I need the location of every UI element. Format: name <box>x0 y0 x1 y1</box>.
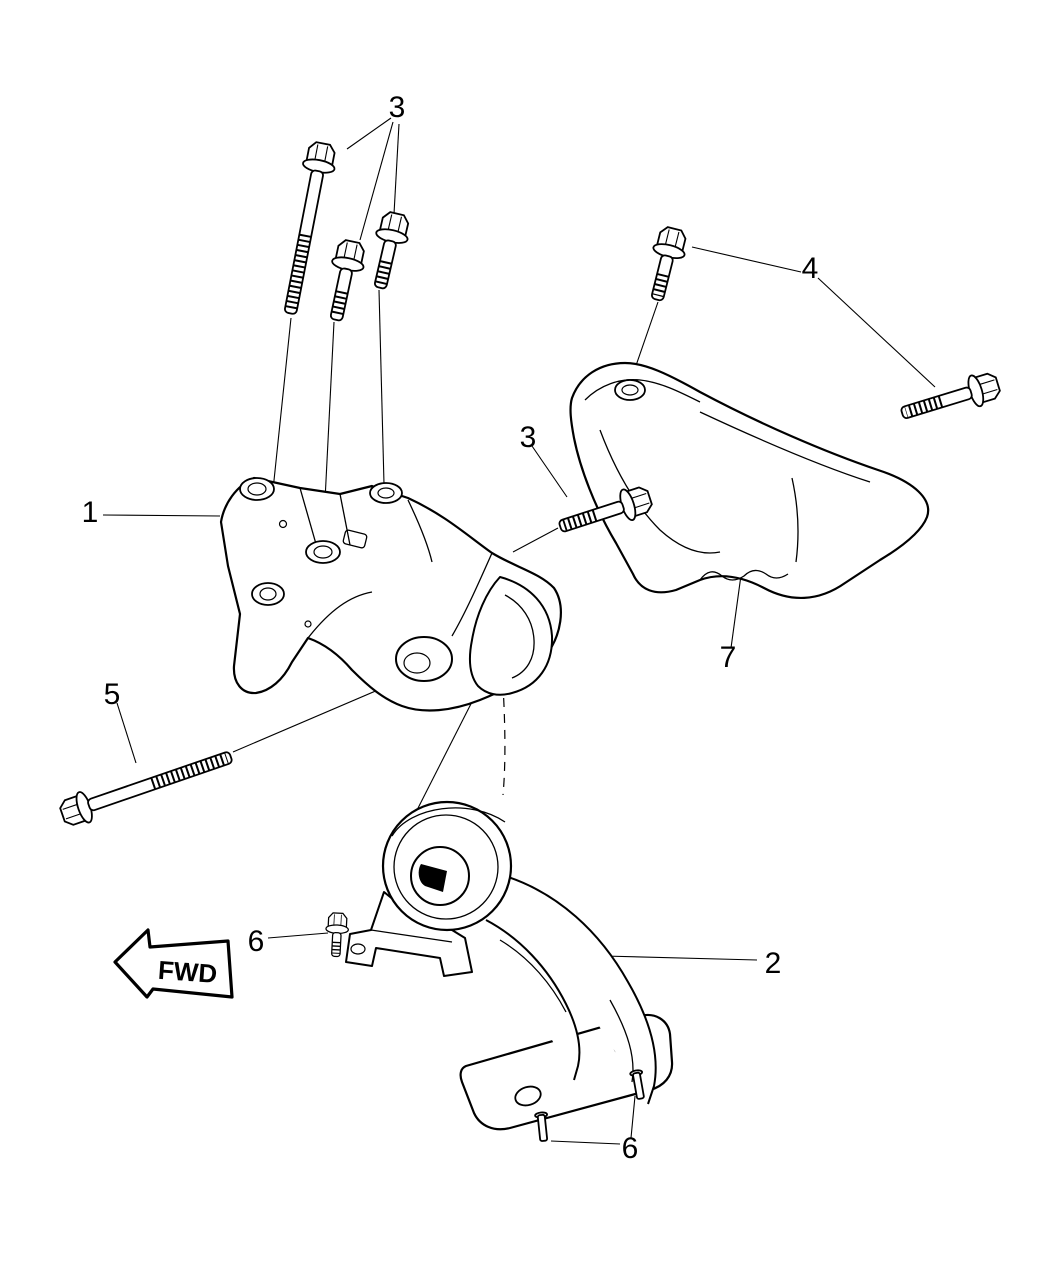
part-1-mount-bracket <box>219 476 562 712</box>
bolt-3b <box>329 239 365 322</box>
callout-6-bottom: 6 <box>622 1132 639 1165</box>
leader-7 <box>730 567 743 649</box>
part-2-engine-mount <box>345 800 674 1142</box>
callout-6-left: 6 <box>248 925 265 958</box>
fwd-direction-indicator: FWD <box>113 928 234 999</box>
assembly-line-mount <box>413 689 479 817</box>
mount-core-emblem <box>418 864 447 892</box>
callout-labels: 3 4 1 3 5 7 6 2 6 <box>82 91 819 1165</box>
fwd-arrow-icon <box>113 928 234 999</box>
callout-4: 4 <box>802 252 819 285</box>
leader-4-b <box>817 277 936 388</box>
bolt-4-right <box>900 372 1001 419</box>
callout-2: 2 <box>765 947 782 980</box>
leader-6-left <box>267 932 329 939</box>
bolt-3-mid <box>558 486 653 533</box>
bolt-5 <box>59 751 233 826</box>
callout-3-top: 3 <box>389 91 406 124</box>
bolt-3a <box>284 141 336 315</box>
bolt-4-top <box>650 226 687 302</box>
stud-6-right <box>629 1069 645 1100</box>
mount-arm <box>504 875 657 1105</box>
bracket-bushing-end <box>469 576 554 696</box>
part-7-heat-shield <box>569 361 930 599</box>
callout-3-mid: 3 <box>520 421 537 454</box>
leader-2 <box>602 955 758 961</box>
leader-1 <box>102 514 221 517</box>
leader-6-bottom-a <box>630 1095 636 1139</box>
leader-3top-a <box>346 117 392 150</box>
assembly-line-bolt3c <box>378 289 385 485</box>
leader-3mid <box>531 445 568 498</box>
callout-5: 5 <box>104 678 121 711</box>
fwd-label: FWD <box>157 955 218 989</box>
stud-6-left <box>534 1111 549 1142</box>
assembly-line-bolt3mid <box>512 527 559 553</box>
callout-1: 1 <box>82 496 99 529</box>
leader-6-bottom-b <box>550 1140 621 1145</box>
leader-3top-b <box>359 121 394 241</box>
bolt-3c <box>374 211 410 290</box>
leader-4-a <box>691 246 802 273</box>
bolt-6 <box>325 912 349 958</box>
callout-7: 7 <box>720 641 737 674</box>
leader-5 <box>116 702 137 764</box>
leader-3top-c <box>393 123 400 215</box>
